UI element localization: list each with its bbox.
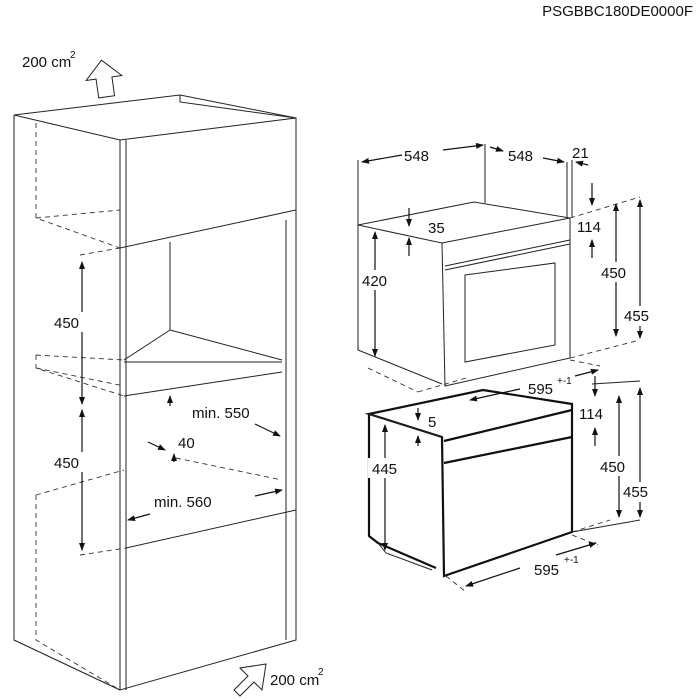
dim-top-gap-35: 35: [428, 220, 445, 237]
dim-top-front-height: 450: [601, 265, 626, 282]
top-ventilation: 200 cm 2: [22, 50, 124, 99]
dim-cabinet-upper-height: 450: [54, 315, 79, 332]
dim-bottom-width: 595: [534, 562, 559, 579]
dim-min-width: min. 560: [154, 494, 212, 511]
dim-top-width-tolerance: +-1: [557, 376, 572, 387]
cabinet: [13, 94, 297, 691]
model-code: PSGBBC180DE0000F: [542, 3, 693, 20]
dim-gap-40: 40: [178, 435, 195, 452]
vent-bottom-exp: 2: [318, 667, 324, 678]
dim-top-depth-left: 548: [404, 148, 429, 165]
dim-bottom-width-tolerance: +-1: [564, 555, 579, 566]
dim-top-panel-height: 114: [577, 219, 601, 236]
arrow-up-icon: [85, 59, 124, 99]
vent-top-label: 200 cm: [22, 54, 71, 71]
appliance-bottom: 5 445 114 450 455 595 +-1: [364, 376, 658, 593]
dim-cabinet-lower-height: 450: [54, 455, 79, 472]
dim-top-total-height: 455: [624, 308, 649, 325]
vent-bottom-label: 200 cm: [270, 672, 319, 689]
cabinet-dimensions: 450 450 min. 550 40 min. 560: [54, 261, 283, 551]
dim-bottom-front-height: 450: [600, 459, 625, 476]
dim-top-width: 595: [528, 381, 553, 398]
vent-top-exp: 2: [70, 50, 76, 61]
dim-min-depth: min. 550: [192, 405, 250, 422]
appliance-top: 548 548 21 35 420 114 450 455 595 +-1: [357, 142, 658, 402]
dim-top-depth-right: 548: [508, 148, 533, 165]
dim-top-side-height: 420: [362, 273, 387, 290]
dim-top-offset: 21: [572, 145, 589, 162]
bottom-ventilation: 200 cm 2: [233, 663, 324, 697]
dim-bottom-gap-5: 5: [428, 414, 436, 431]
dim-bottom-panel-height: 114: [579, 406, 603, 423]
arrow-diagonal-icon: [233, 663, 267, 697]
dim-bottom-total-height: 455: [623, 484, 648, 501]
dim-bottom-side-height: 445: [372, 461, 397, 478]
